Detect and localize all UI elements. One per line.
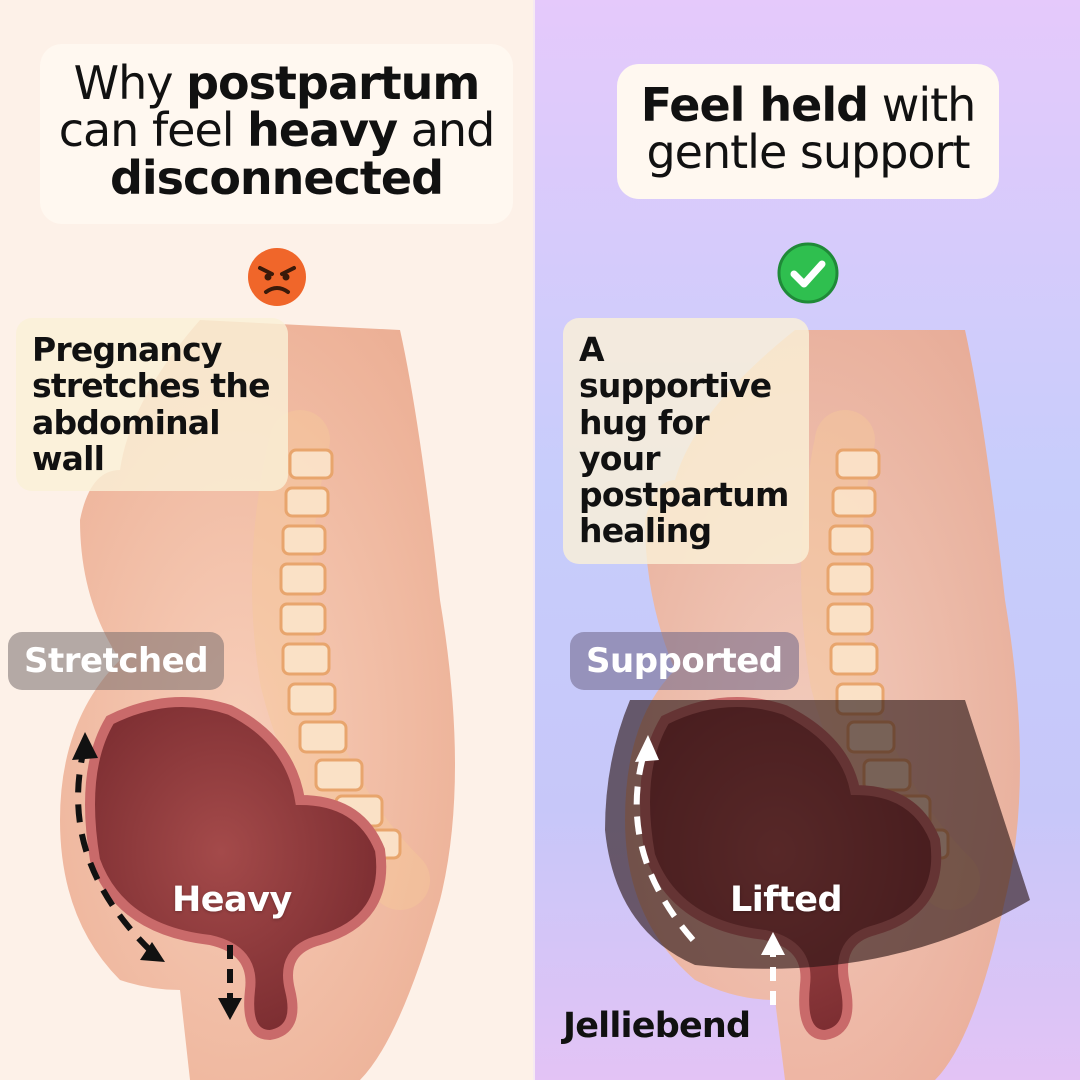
right-headline: Feel held with gentle support [617,64,999,199]
body-illustration-left [60,320,455,1080]
stretched-tag: Stretched [8,632,225,690]
support-band [605,700,1030,969]
supported-tag: Supported [570,632,799,690]
left-headline: Why postpartum can feel heavy and discon… [40,44,513,225]
right-panel: Feel held with gentle support A supporti… [535,0,1080,1080]
right-callout: A supportive hug for your postpartum hea… [563,318,809,564]
uterus [85,697,387,1041]
left-panel: Why postpartum can feel heavy and discon… [0,0,535,1080]
left-callout: Pregnancy stretches the abdominal wall [16,318,288,492]
brand-name: Jelliebend [563,1006,751,1046]
check-mark-icon [777,242,839,304]
angry-face-icon [248,248,306,306]
lifted-label: Lifted [730,880,843,920]
heavy-label: Heavy [172,880,292,920]
